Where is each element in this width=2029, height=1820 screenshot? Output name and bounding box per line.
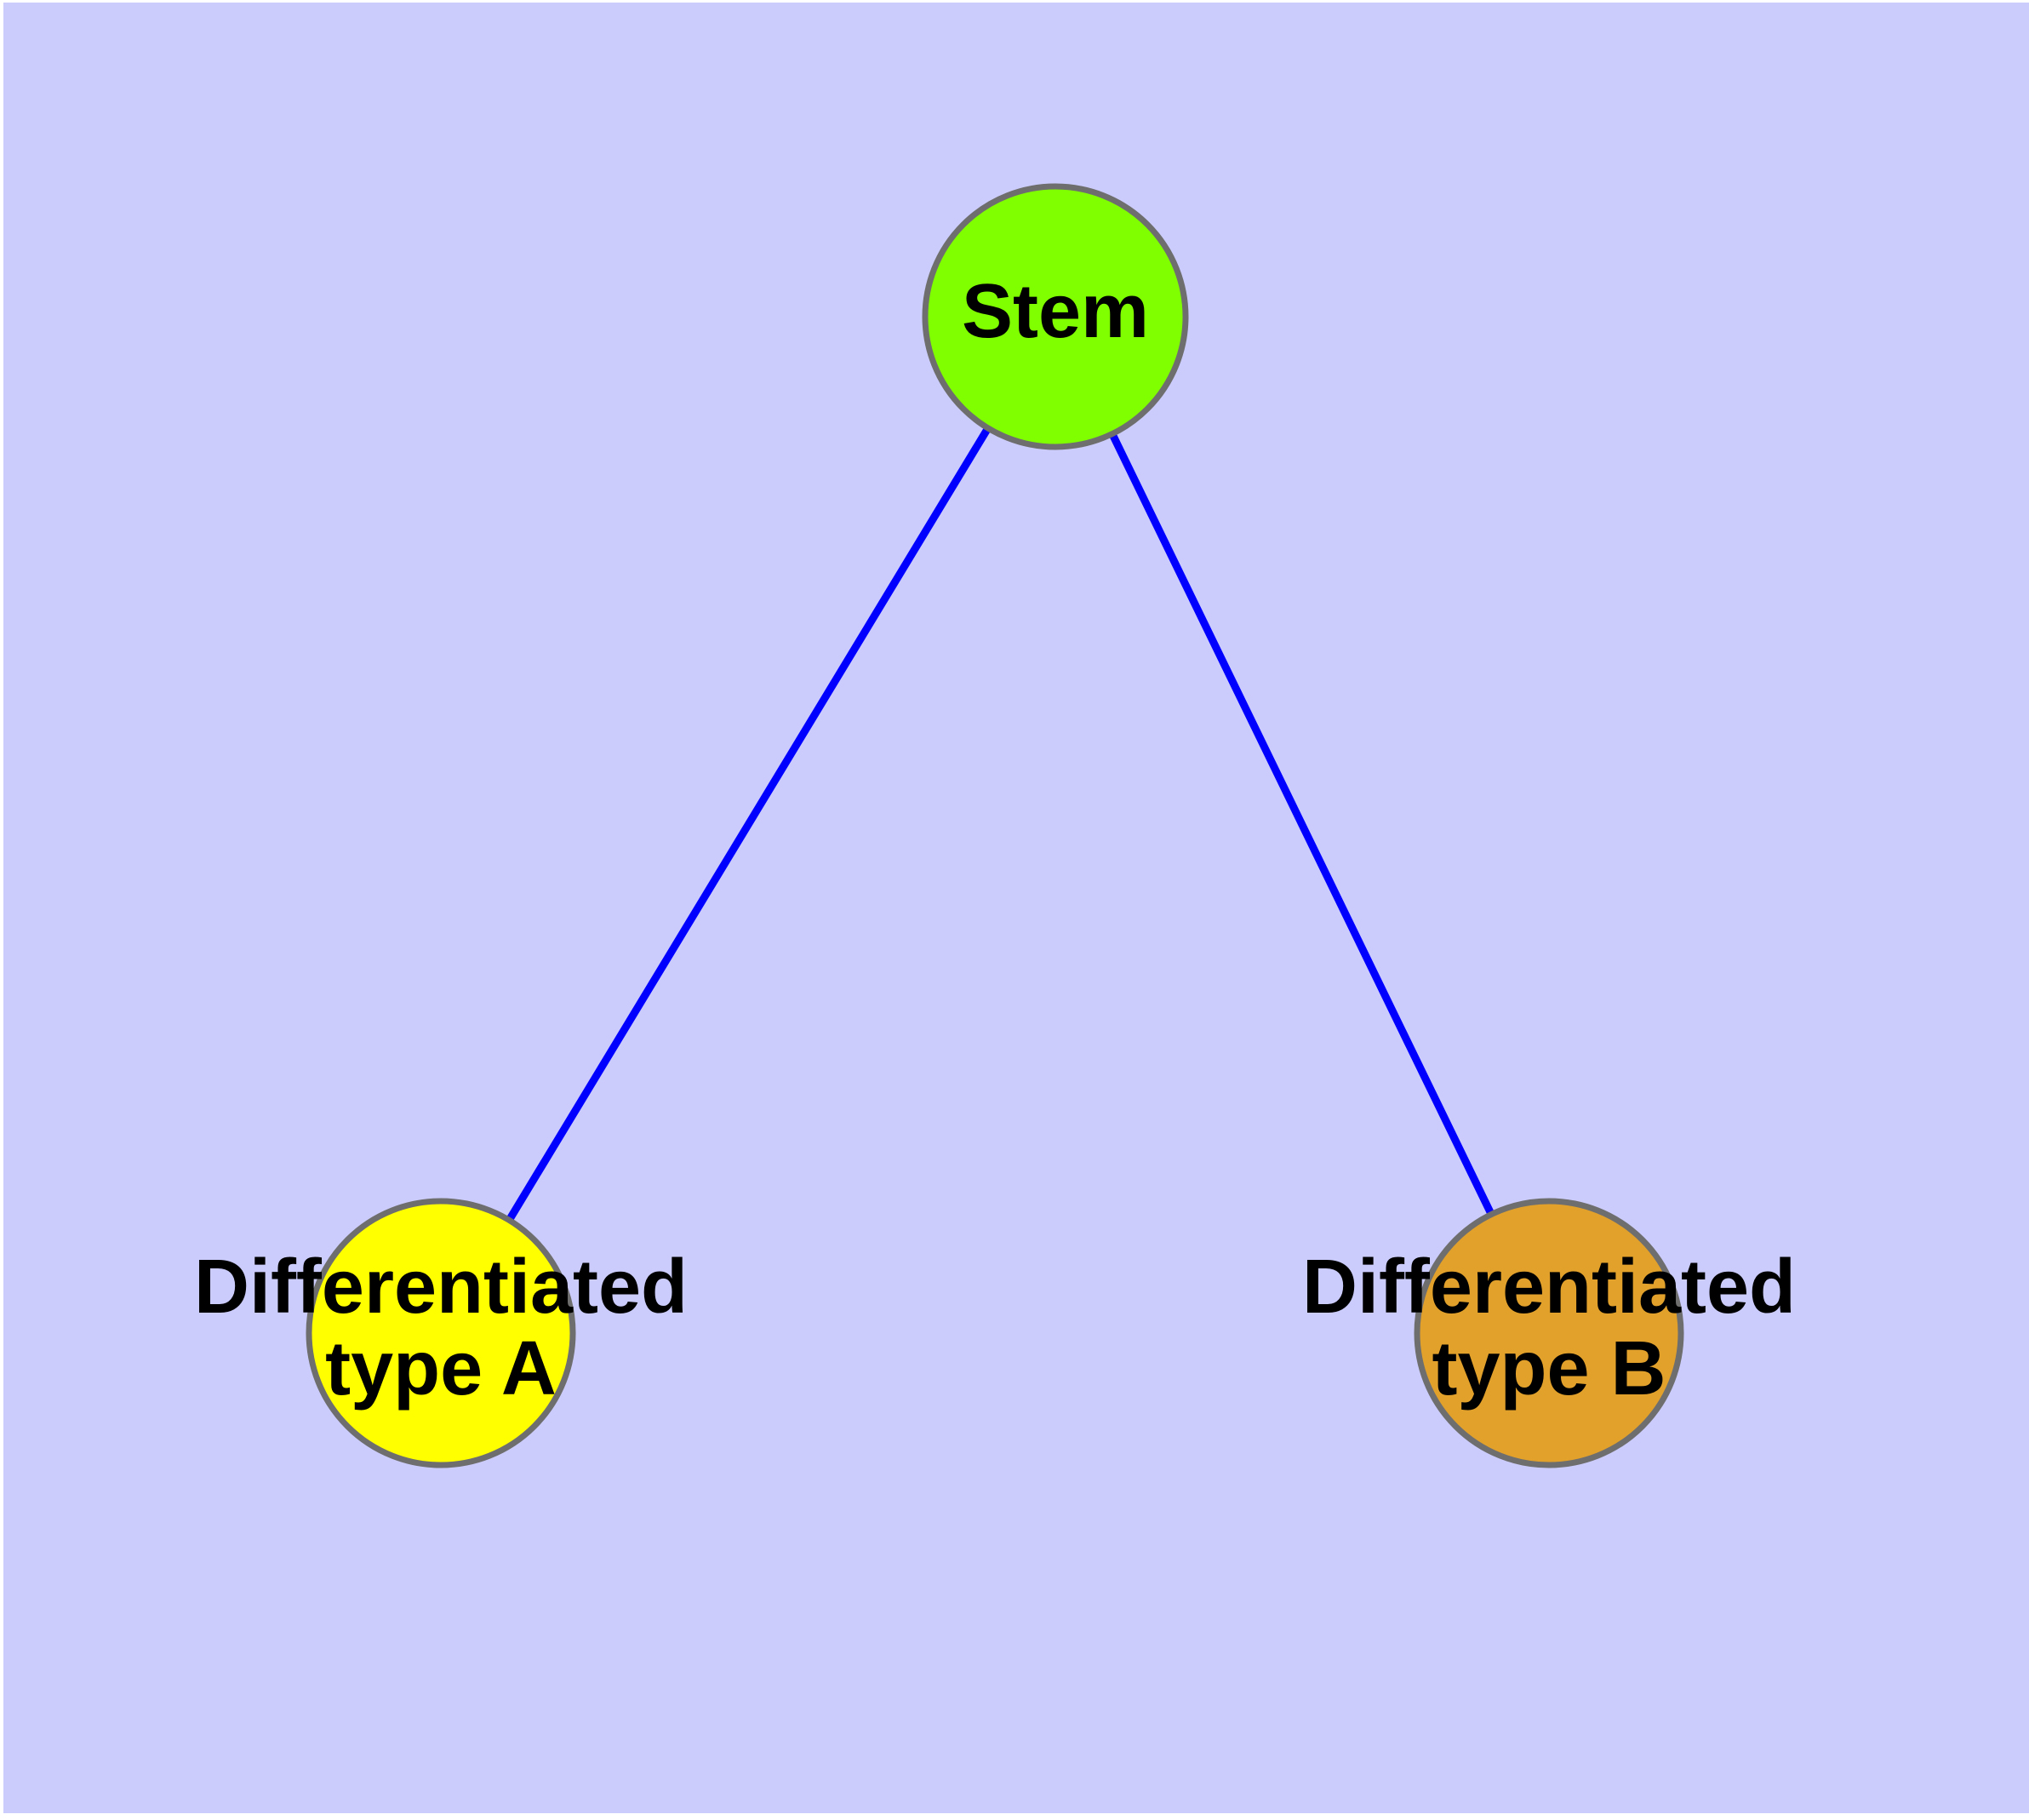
node-label-line: Differentiated bbox=[1302, 1245, 1796, 1330]
nodes-layer bbox=[306, 183, 1684, 1468]
node-stem[interactable] bbox=[922, 183, 1189, 450]
node-label-line: type A bbox=[325, 1326, 557, 1411]
node-label-stem: Stem bbox=[962, 269, 1149, 354]
node-label-line: Differentiated bbox=[194, 1245, 688, 1330]
node-diff_b[interactable] bbox=[1414, 1198, 1684, 1468]
node-label-line: type B bbox=[1432, 1326, 1666, 1411]
edge-stem-diff-a[interactable] bbox=[506, 426, 992, 1222]
node-label-line: Stem bbox=[962, 269, 1149, 354]
node-diff_a[interactable] bbox=[306, 1198, 576, 1468]
edges-layer bbox=[506, 426, 1495, 1222]
edge-stem-diff-b[interactable] bbox=[1108, 432, 1495, 1216]
